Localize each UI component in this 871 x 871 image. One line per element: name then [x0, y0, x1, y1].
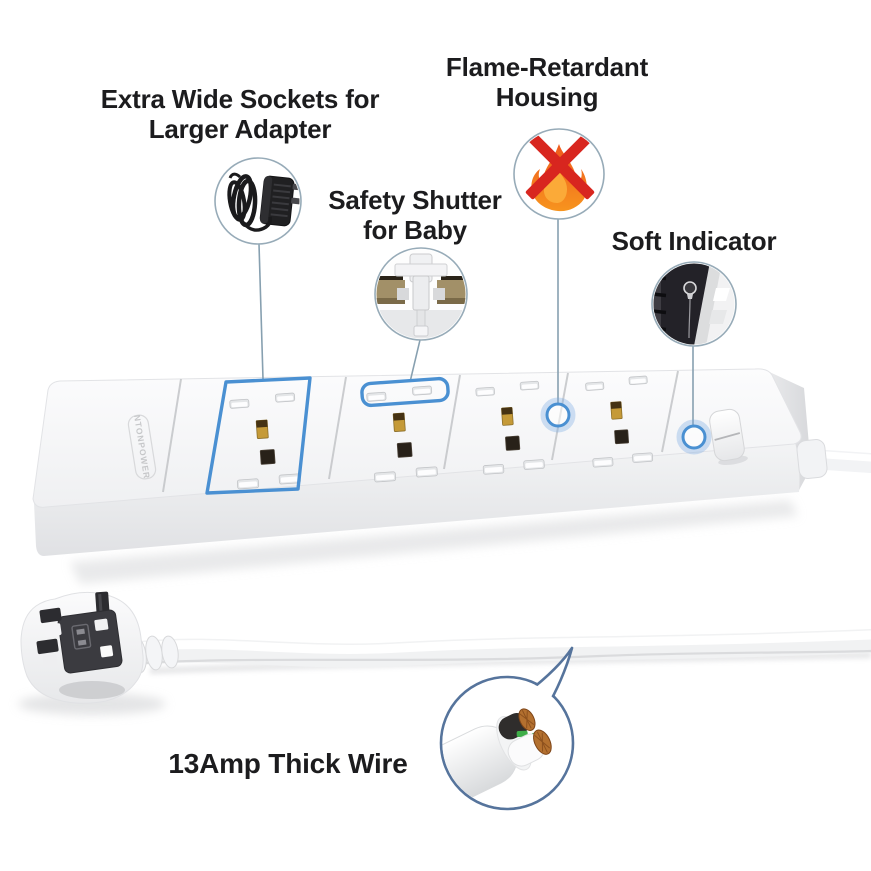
feature-highlights	[205, 376, 712, 495]
label-flame-retardant: Flame-Retardant Housing	[445, 52, 649, 113]
bubble-soft-indicator	[651, 261, 737, 347]
uk-plug	[20, 591, 144, 704]
plug-base-inset	[59, 681, 125, 699]
line-extra-wide	[258, 243, 264, 380]
plug-face-details	[71, 618, 114, 658]
highlight-flame-point-glow	[540, 397, 576, 433]
plug-pins-side	[36, 607, 62, 666]
wire-cross-section-icon	[442, 678, 572, 808]
label-thick-wire: 13Amp Thick Wire	[168, 748, 408, 779]
bubble-extra-wide	[214, 157, 302, 245]
highlight-shutter-slots	[360, 376, 450, 408]
strip-cord-outlet	[796, 439, 871, 479]
highlight-wide-socket	[205, 376, 312, 495]
bubble-safety-shutter	[374, 247, 468, 341]
power-adapter-icon	[227, 172, 300, 232]
bulb-glyph	[683, 281, 697, 339]
strip-top-face	[32, 368, 802, 508]
highlight-indicator-point-glow	[676, 419, 712, 455]
callout-lines	[258, 219, 694, 425]
bubble-flame-retardant	[513, 128, 605, 220]
highlight-indicator-point	[681, 424, 707, 450]
indicator-bulb-icon	[653, 263, 735, 345]
line-safety-shutter	[409, 339, 421, 383]
label-extra-wide-sockets: Extra Wide Sockets for Larger Adapter	[100, 84, 380, 145]
highlight-flame-point	[545, 402, 571, 428]
power-switch	[709, 408, 748, 465]
strip-front-face	[34, 442, 800, 556]
bubble-thick-wire	[439, 646, 575, 811]
red-cross-icon	[525, 130, 595, 200]
power-strip: NTONPOWER	[32, 368, 871, 556]
power-cord	[128, 629, 871, 674]
label-soft-indicator: Soft Indicator	[611, 226, 777, 256]
label-safety-shutter: Safety Shutter for Baby	[328, 185, 502, 246]
